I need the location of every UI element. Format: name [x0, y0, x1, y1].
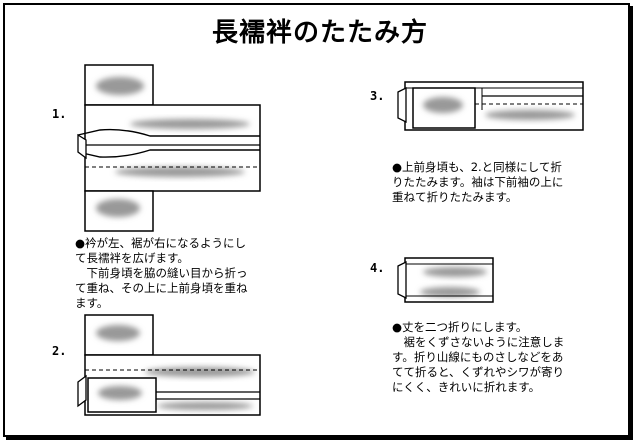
step-1-text: ●衿が左、裾が右になるようにし て長襦袢を広げます。 下前身頃を脇の縫い目から折… — [75, 236, 248, 311]
step-1-illustration — [77, 64, 261, 232]
step-1-line: て長襦袢を広げます。 — [75, 251, 189, 265]
step-4-text: ●丈を二つ折りにします。 裾をくずさないように注意しま す。折り山線にものさしな… — [392, 320, 564, 395]
step-4-line: す。折り山線にものさしなどをあ — [392, 350, 564, 364]
step-4-illustration — [397, 257, 494, 303]
step-1-line: 下前身頃を脇の縫い目から折っ — [75, 266, 248, 280]
step-4-line: にくく、きれいに折れます。 — [392, 380, 541, 394]
step-1-line: て重ね、その上に上前身頃を重ね — [75, 281, 248, 295]
step-4-number: 4. — [370, 261, 385, 275]
step-3-line: りたたみます。袖は下前袖の上に — [392, 175, 564, 189]
step-3-line: 重ねて折りたたみます。 — [392, 190, 518, 204]
step-1-line: ます。 — [75, 296, 109, 310]
step-2-illustration — [77, 314, 261, 416]
step-1-line: ●衿が左、裾が右になるようにし — [75, 236, 247, 250]
step-4-line: てて折ると、くずれやシワが寄り — [392, 365, 565, 379]
step-3-text: ●上前身頃も、2.と同様にして折 りたたみます。袖は下前袖の上に 重ねて折りたた… — [392, 160, 563, 205]
step-3-number: 3. — [370, 89, 385, 103]
step-4-line: 裾をくずさないように注意しま — [392, 335, 565, 349]
step-2-number: 2. — [52, 344, 67, 358]
step-3-illustration — [397, 81, 584, 131]
step-4-line: ●丈を二つ折りにします。 — [392, 320, 528, 334]
page-title: 長襦袢のたたみ方 — [211, 18, 428, 48]
step-3-line: ●上前身頃も、2.と同様にして折 — [392, 160, 562, 174]
step-1-number: 1. — [52, 107, 67, 121]
